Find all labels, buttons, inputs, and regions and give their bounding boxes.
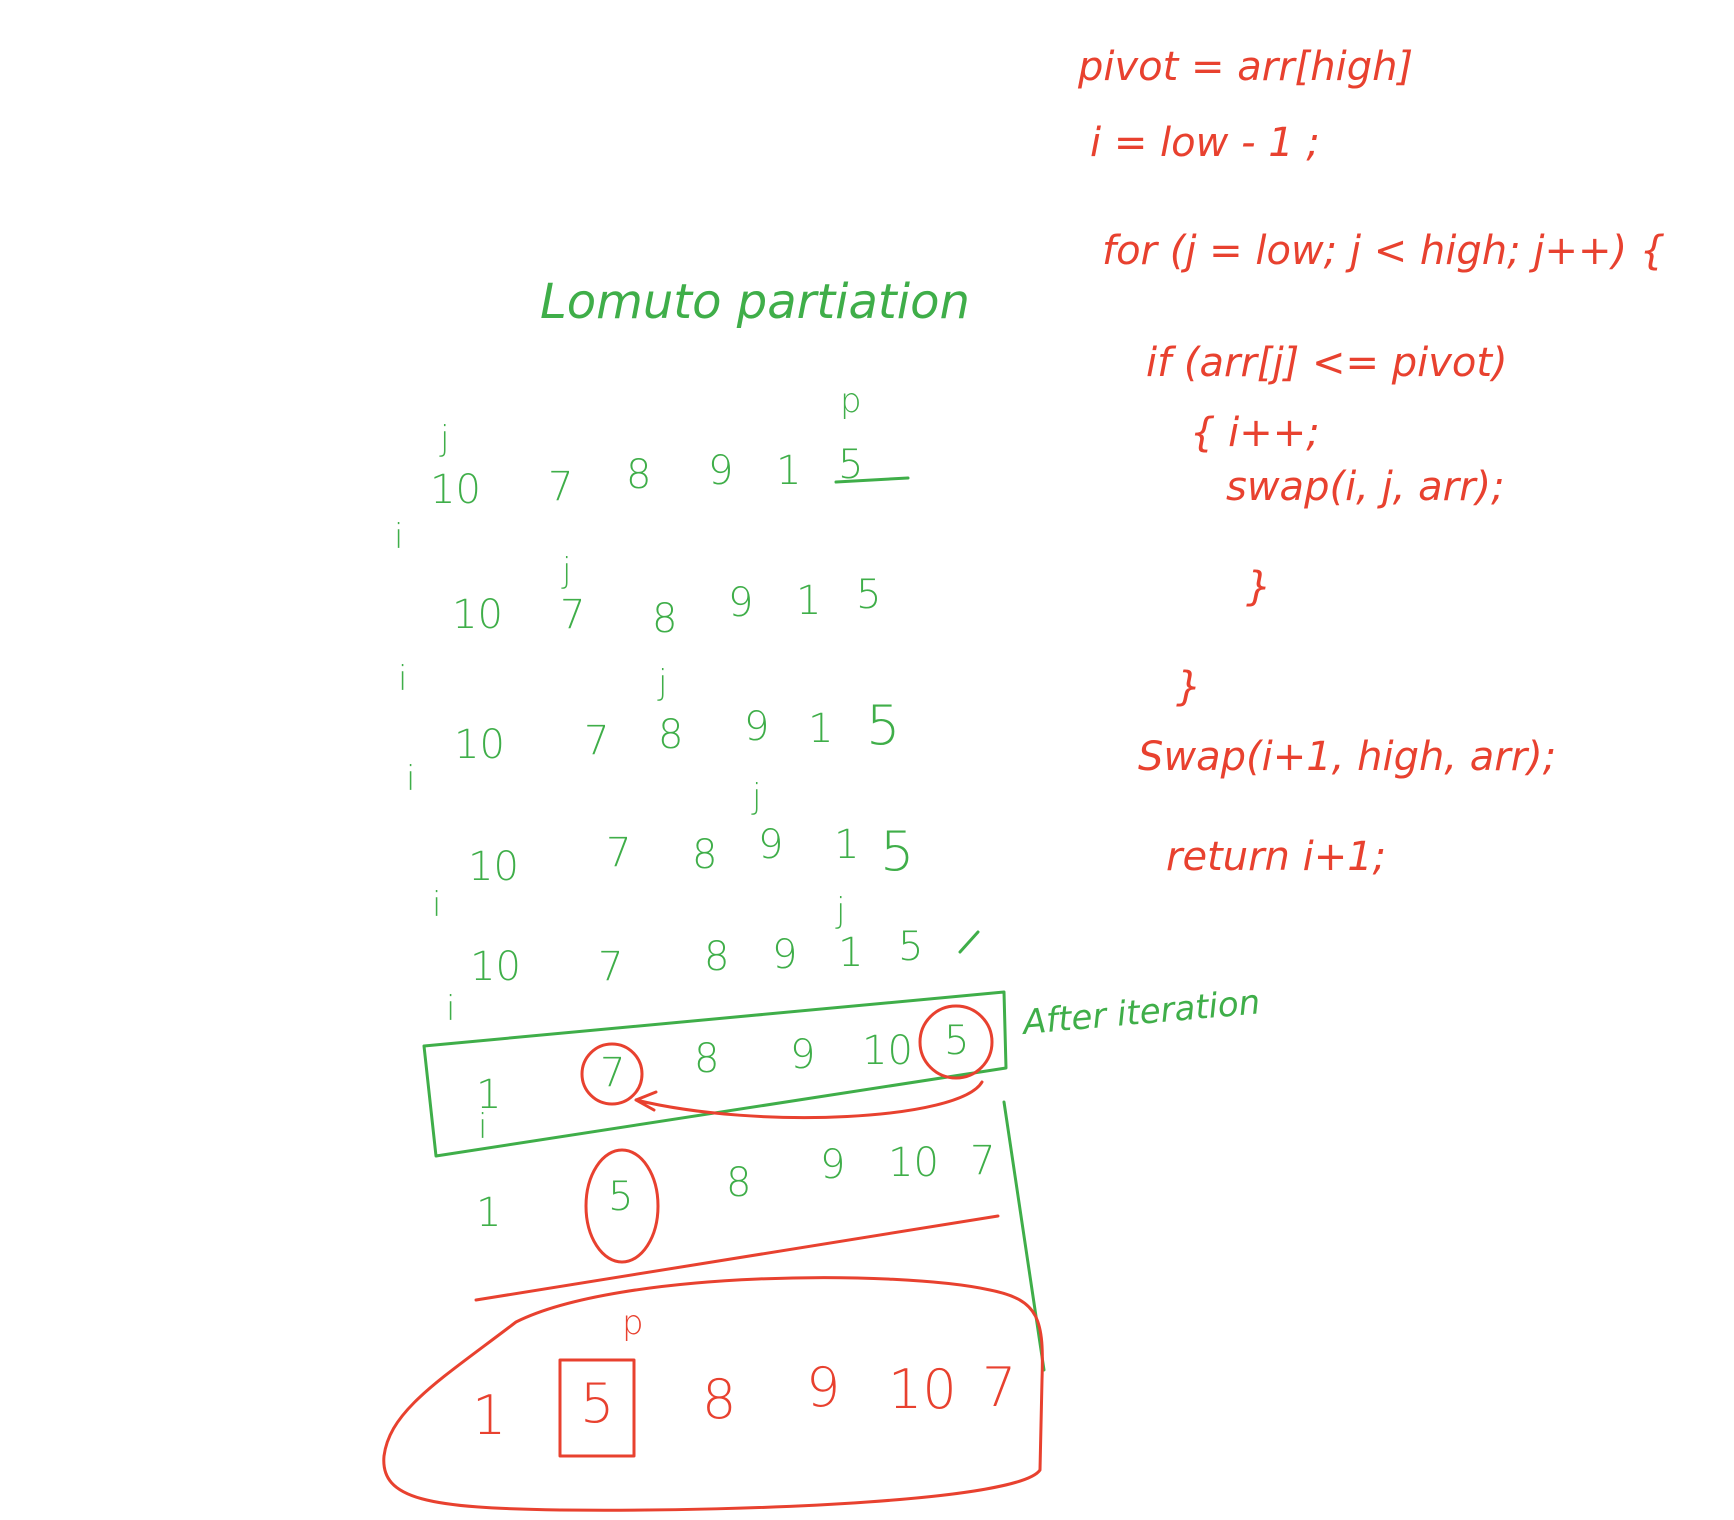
pivot-box xyxy=(558,1358,636,1458)
result-row-2: p 1 5 8 9 10 7 xyxy=(382,1276,1044,1512)
row-value: 8 xyxy=(702,1368,736,1431)
code-line: } xyxy=(1176,664,1201,710)
code-line: for (j = low; j < high; j++) { xyxy=(1102,228,1665,274)
i-marker: i xyxy=(398,659,407,699)
trace-row-5: j i 10 7 8 9 1 5 xyxy=(446,891,980,1029)
i-marker: i xyxy=(432,885,441,925)
row-value: 10 xyxy=(468,844,519,890)
result-outline xyxy=(382,1276,1044,1512)
row-value: 5 xyxy=(898,924,923,970)
code-line: pivot = arr[high] xyxy=(1077,44,1413,90)
row-value: 10 xyxy=(862,1028,913,1074)
row-value: 1 xyxy=(808,706,833,752)
row-value: 1 xyxy=(476,1190,501,1236)
code-line: i = low - 1 ; xyxy=(1090,120,1320,166)
row-value: 9 xyxy=(806,1356,840,1419)
after-iteration-label: After iteration xyxy=(1019,982,1261,1043)
i-marker: i xyxy=(446,989,455,1029)
trace-row-1: p j i 10 7 8 9 1 5 xyxy=(394,381,910,557)
row-value: 1 xyxy=(476,1072,501,1118)
row-value: 8 xyxy=(692,832,717,878)
j-marker: j xyxy=(835,891,845,931)
swap-arrow xyxy=(634,1080,984,1120)
row-value: 9 xyxy=(790,1032,815,1078)
j-marker: j xyxy=(561,551,571,591)
diagram-title: Lomuto partiation xyxy=(540,274,970,330)
bracket-line xyxy=(1002,1100,1046,1372)
row-value: 7 xyxy=(560,592,585,638)
trace-row-4: j i 10 7 8 9 1 5 xyxy=(432,777,914,925)
row-value: 7 xyxy=(970,1138,995,1184)
j-marker: j xyxy=(657,663,667,703)
row-value: 1 xyxy=(472,1384,506,1447)
row-value: 7 xyxy=(548,464,573,510)
row-value: 5 xyxy=(944,1018,969,1064)
pivot-underline xyxy=(834,476,910,484)
code-block: pivot = arr[high] i = low - 1 ; for (j =… xyxy=(1077,44,1665,880)
row-value: 8 xyxy=(652,596,677,642)
row-value: 5 xyxy=(856,572,881,618)
row-value: 5 xyxy=(580,1372,614,1435)
row-value: 9 xyxy=(758,822,783,868)
j-marker: j xyxy=(439,419,449,459)
trace-row-2: j i 10 7 8 9 1 5 xyxy=(398,551,881,699)
row-value: 7 xyxy=(584,718,609,764)
row-value: 7 xyxy=(600,1050,625,1096)
row-value: 10 xyxy=(454,722,505,768)
row-value: 9 xyxy=(820,1142,845,1188)
code-line: Swap(i+1, high, arr); xyxy=(1138,734,1556,780)
row-value: 1 xyxy=(834,822,859,868)
row-value: 8 xyxy=(626,452,651,498)
i-marker: i xyxy=(478,1107,487,1147)
row-value: 9 xyxy=(728,580,753,626)
row-value: 10 xyxy=(888,1358,957,1421)
j-marker: j xyxy=(751,777,761,817)
row-value: 7 xyxy=(982,1356,1016,1419)
code-line: { i++; xyxy=(1190,410,1320,456)
row-value: 5 xyxy=(866,694,900,757)
i-marker: i xyxy=(406,759,415,799)
row-value: 5 xyxy=(880,820,914,883)
code-line: swap(i, j, arr); xyxy=(1226,464,1505,510)
row-value: 1 xyxy=(776,448,801,494)
trace-row-3: j i 10 7 8 9 1 5 xyxy=(406,663,900,799)
row-value: 1 xyxy=(838,930,863,976)
after-iteration-row: After iteration 1 i 7 8 9 10 5 xyxy=(422,982,1262,1158)
divider-line xyxy=(474,1214,1000,1302)
row-value: 8 xyxy=(694,1036,719,1082)
row-value: 7 xyxy=(606,830,631,876)
circle-highlight xyxy=(918,1004,994,1080)
row-value: 1 xyxy=(796,578,821,624)
result-row-1: 1 5 8 9 10 7 xyxy=(474,1138,1000,1302)
row-value: 10 xyxy=(452,592,503,638)
code-line: return i+1; xyxy=(1166,834,1386,880)
row-value: 8 xyxy=(658,712,683,758)
circle-highlight xyxy=(584,1148,660,1264)
row-value: 9 xyxy=(772,932,797,978)
circle-highlight xyxy=(580,1042,644,1106)
row-value: 8 xyxy=(704,934,729,980)
tick-mark xyxy=(958,930,980,954)
iteration-box xyxy=(422,990,1008,1158)
code-line: if (arr[j] <= pivot) xyxy=(1146,340,1508,386)
row-value: 7 xyxy=(598,944,623,990)
row-value: 10 xyxy=(888,1140,939,1186)
i-marker: i xyxy=(394,517,403,557)
p-marker: p xyxy=(622,1303,644,1343)
p-marker: p xyxy=(840,381,862,421)
row-value: 9 xyxy=(708,448,733,494)
row-value: 8 xyxy=(726,1160,751,1206)
row-value: 5 xyxy=(608,1174,633,1220)
row-value: 9 xyxy=(744,704,769,750)
code-line: } xyxy=(1246,564,1271,610)
row-value: 10 xyxy=(430,467,481,513)
row-value: 10 xyxy=(470,944,521,990)
